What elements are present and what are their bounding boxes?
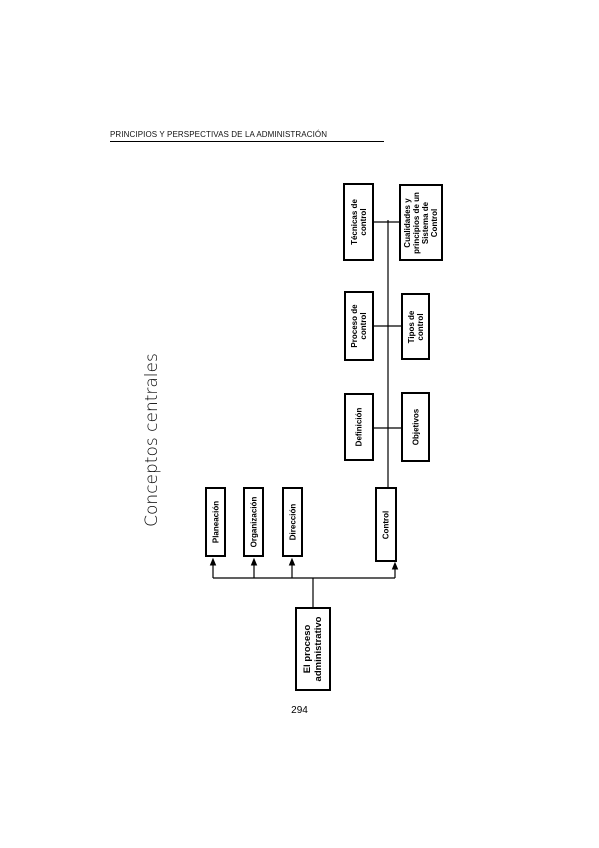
- root-process-box: El proceso administrativo: [295, 607, 331, 691]
- stage-planeacion-box: Planeación: [205, 487, 226, 557]
- running-header: PRINCIPIOS Y PERSPECTIVAS DE LA ADMINIST…: [110, 130, 384, 142]
- tipos-de-control-label: Tipos de control: [406, 310, 425, 343]
- tipos-de-control-box: Tipos de control: [401, 293, 430, 360]
- objetivos-box: Objetivos: [401, 392, 430, 462]
- objetivos-label: Objetivos: [411, 408, 420, 446]
- root-process-label: El proceso administrativo: [302, 616, 324, 682]
- stage-organizacion-label: Organización: [249, 496, 258, 548]
- stage-direccion-box: Dirección: [282, 487, 303, 557]
- tecnicas-de-control-label: Técnicas de control: [349, 199, 368, 245]
- page-number: 294: [291, 705, 308, 716]
- cualidades-principios-label: Cualidades y principios de un Sistema de…: [403, 191, 439, 254]
- proceso-de-control-label: Proceso de control: [350, 304, 368, 348]
- stage-planeacion-label: Planeación: [211, 500, 220, 544]
- definicion-label: Definición: [354, 407, 364, 447]
- stage-direccion-label: Dirección: [288, 503, 297, 541]
- definicion-box: Definición: [344, 393, 374, 461]
- stage-control-label: Control: [381, 510, 391, 539]
- stage-organizacion-box: Organización: [243, 487, 264, 557]
- tecnicas-de-control-box: Técnicas de control: [343, 183, 374, 261]
- cualidades-principios-box: Cualidades y principios de un Sistema de…: [399, 184, 443, 261]
- proceso-de-control-box: Proceso de control: [344, 291, 374, 361]
- stage-control-box: Control: [375, 487, 397, 562]
